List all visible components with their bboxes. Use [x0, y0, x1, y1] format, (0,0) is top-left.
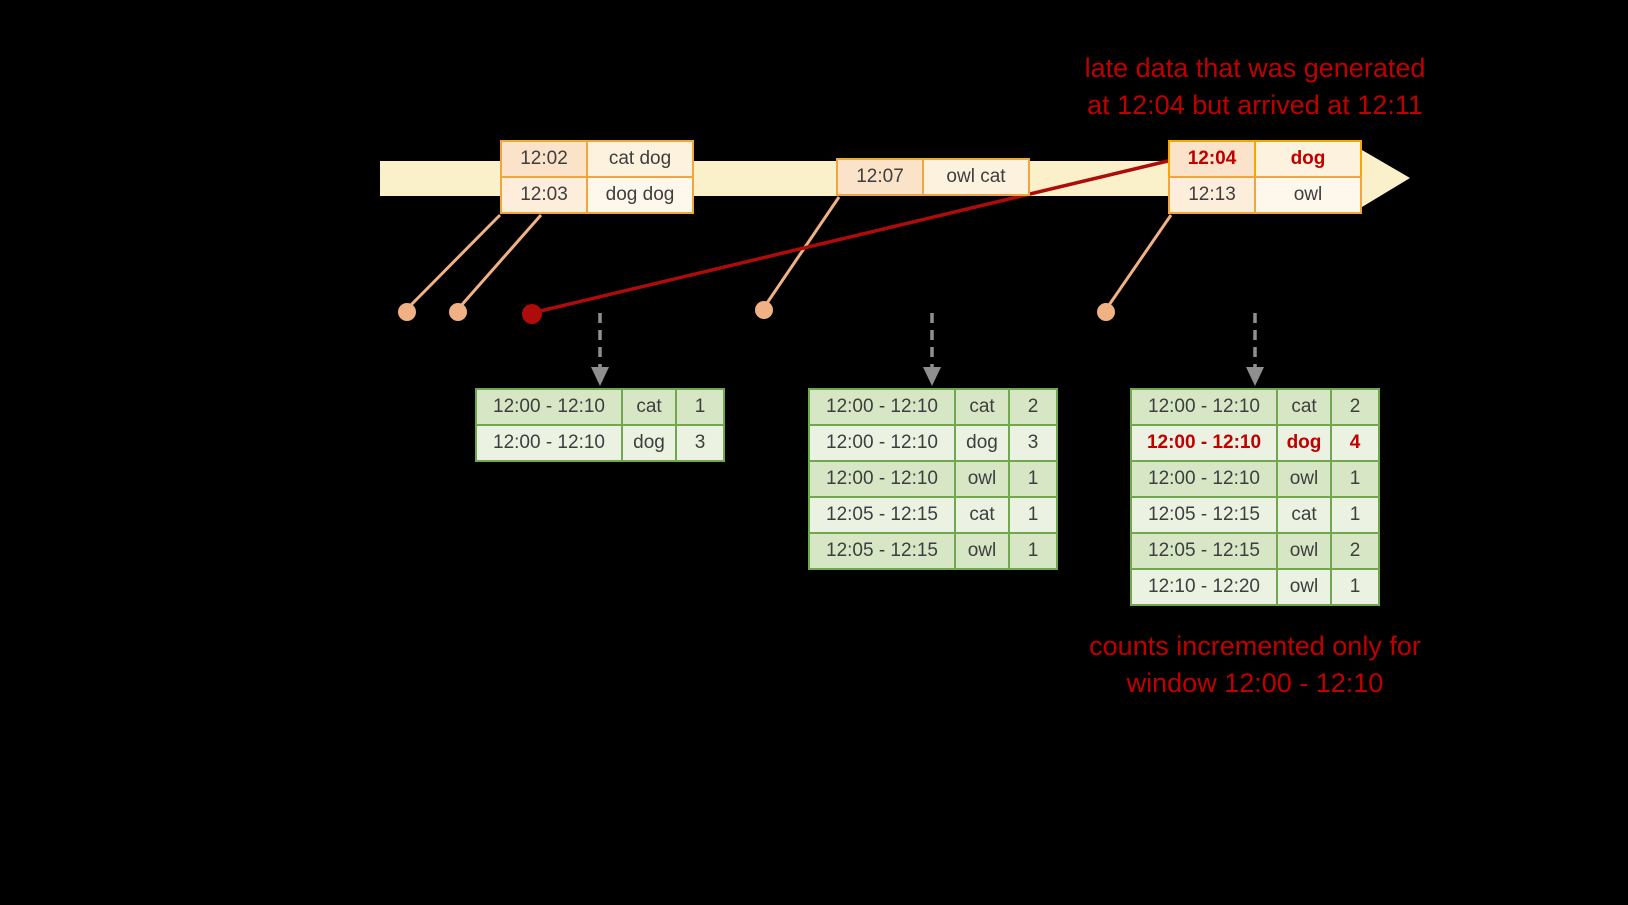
event-table-1: 12:02 cat dog 12:03 dog dog [500, 140, 694, 214]
late-data-annotation-line1: late data that was generated [1084, 53, 1426, 83]
result-window: 12:00 - 12:10 [1130, 460, 1278, 498]
result-count: 1 [1330, 568, 1380, 606]
counts-annotation: counts incremented only for window 12:00… [1020, 628, 1490, 702]
result-count: 4 [1330, 424, 1380, 462]
counts-annotation-line2: window 12:00 - 12:10 [1126, 668, 1384, 698]
result-row: 12:10 - 12:20 owl 1 [1130, 568, 1380, 606]
result-word: cat [954, 388, 1010, 426]
result-count: 1 [1008, 496, 1058, 534]
event-dot [755, 301, 773, 319]
result-word: owl [1276, 568, 1332, 606]
result-row: 12:00 - 12:10 cat 1 [475, 388, 725, 426]
event-words: dog dog [586, 176, 694, 214]
trigger-arrowhead [1246, 367, 1264, 386]
event-time: 12:13 [1168, 176, 1256, 214]
event-dots [398, 301, 1115, 321]
result-word: dog [1276, 424, 1332, 462]
result-table-2: 12:00 - 12:10 cat 2 12:00 - 12:10 dog 3 … [808, 388, 1058, 570]
result-count: 1 [1330, 460, 1380, 498]
result-count: 1 [675, 388, 725, 426]
trigger-arrowheads [591, 367, 1264, 386]
result-word: owl [1276, 532, 1332, 570]
result-word: cat [954, 496, 1010, 534]
event-time: 12:02 [500, 140, 588, 178]
connector-line [1105, 214, 1173, 309]
event-table-3: 12:04 dog 12:13 owl [1168, 140, 1362, 214]
result-window: 12:00 - 12:10 [1130, 388, 1278, 426]
result-window: 12:05 - 12:15 [808, 496, 956, 534]
result-word: owl [954, 532, 1010, 570]
result-window: 12:05 - 12:15 [1130, 532, 1278, 570]
result-window: 12:00 - 12:10 [475, 424, 623, 462]
event-dot [398, 303, 416, 321]
event-row: 12:03 dog dog [500, 176, 694, 214]
result-row: 12:00 - 12:10 owl 1 [808, 460, 1058, 498]
result-window: 12:10 - 12:20 [1130, 568, 1278, 606]
event-row: 12:13 owl [1168, 176, 1362, 214]
result-window: 12:00 - 12:10 [808, 424, 956, 462]
result-row-updated: 12:00 - 12:10 dog 4 [1130, 424, 1380, 462]
event-dot [449, 303, 467, 321]
result-count: 2 [1330, 532, 1380, 570]
result-word: cat [621, 388, 677, 426]
result-table-3: 12:00 - 12:10 cat 2 12:00 - 12:10 dog 4 … [1130, 388, 1380, 606]
result-word: owl [1276, 460, 1332, 498]
event-words: owl [1254, 176, 1362, 214]
result-row: 12:05 - 12:15 cat 1 [1130, 496, 1380, 534]
result-window: 12:05 - 12:15 [808, 532, 956, 570]
result-count: 1 [1008, 460, 1058, 498]
result-window: 12:00 - 12:10 [475, 388, 623, 426]
connector-line [406, 213, 502, 310]
result-word: dog [954, 424, 1010, 462]
result-row: 12:00 - 12:10 cat 2 [808, 388, 1058, 426]
event-table-2: 12:07 owl cat [836, 158, 1030, 196]
event-connector-lines [406, 196, 1173, 310]
result-row: 12:00 - 12:10 owl 1 [1130, 460, 1380, 498]
result-window: 12:00 - 12:10 [1130, 424, 1278, 462]
late-data-line [531, 158, 1173, 315]
connector-line [763, 196, 841, 307]
trigger-arrow-lines [598, 313, 1257, 368]
late-data-dot [522, 304, 542, 324]
result-row: 12:05 - 12:15 owl 1 [808, 532, 1058, 570]
result-word: owl [954, 460, 1010, 498]
counts-annotation-line1: counts incremented only for [1089, 631, 1421, 661]
result-word: cat [1276, 388, 1332, 426]
trigger-arrowhead [591, 367, 609, 386]
result-count: 2 [1330, 388, 1380, 426]
result-count: 3 [675, 424, 725, 462]
event-dot [1097, 303, 1115, 321]
result-row: 12:00 - 12:10 dog 3 [808, 424, 1058, 462]
result-row: 12:00 - 12:10 cat 2 [1130, 388, 1380, 426]
event-time: 12:04 [1168, 140, 1256, 178]
late-data-annotation: late data that was generated at 12:04 bu… [1020, 50, 1490, 124]
result-word: cat [1276, 496, 1332, 534]
event-time: 12:03 [500, 176, 588, 214]
event-time: 12:07 [836, 158, 924, 196]
result-row: 12:05 - 12:15 owl 2 [1130, 532, 1380, 570]
result-word: dog [621, 424, 677, 462]
event-row: 12:07 owl cat [836, 158, 1030, 196]
result-window: 12:00 - 12:10 [808, 388, 956, 426]
result-row: 12:00 - 12:10 dog 3 [475, 424, 725, 462]
event-row-late-data: 12:04 dog [1168, 140, 1362, 178]
late-data-annotation-line2: at 12:04 but arrived at 12:11 [1087, 90, 1423, 120]
result-window: 12:00 - 12:10 [808, 460, 956, 498]
connector-line [457, 214, 543, 309]
result-window: 12:05 - 12:15 [1130, 496, 1278, 534]
event-words: owl cat [922, 158, 1030, 196]
result-count: 3 [1008, 424, 1058, 462]
result-count: 1 [1008, 532, 1058, 570]
result-count: 2 [1008, 388, 1058, 426]
trigger-arrowhead [923, 367, 941, 386]
event-row: 12:02 cat dog [500, 140, 694, 178]
event-words: cat dog [586, 140, 694, 178]
result-row: 12:05 - 12:15 cat 1 [808, 496, 1058, 534]
event-words: dog [1254, 140, 1362, 178]
result-count: 1 [1330, 496, 1380, 534]
result-table-1: 12:00 - 12:10 cat 1 12:00 - 12:10 dog 3 [475, 388, 725, 462]
